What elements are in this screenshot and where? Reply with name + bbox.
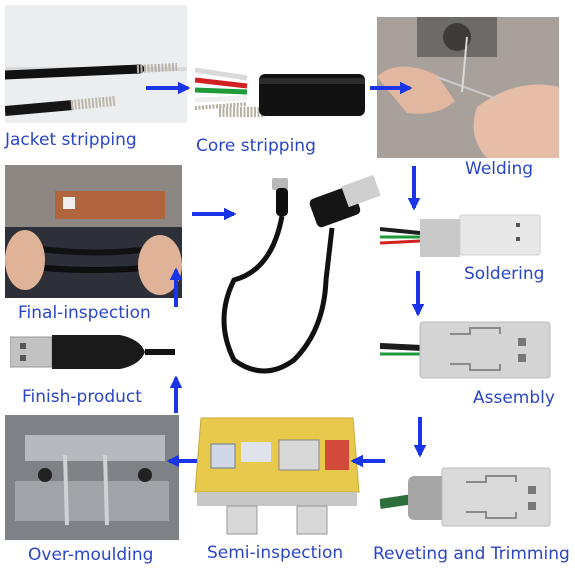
usb-plug-soldered-photo [380, 205, 560, 265]
usb-plug-assembly-photo [380, 318, 560, 382]
label-reveting-and-trimming: Reveting and Trimming [373, 544, 570, 564]
cable-core-wires-photo [195, 52, 365, 142]
inspection-bench-photo [5, 165, 182, 298]
cable-tester-photo [187, 412, 367, 538]
hands-soldering-photo [377, 17, 559, 158]
label-finish-product: Finish-product [22, 387, 142, 407]
label-final-inspection: Final-inspection [18, 303, 151, 323]
moulding-machine-photo [5, 415, 179, 540]
label-soldering: Soldering [464, 264, 545, 284]
label-core-stripping: Core stripping [196, 136, 316, 156]
label-semi-inspection: Semi-inspection [207, 543, 344, 563]
usb-plug-finished-photo [10, 325, 175, 380]
label-over-moulding: Over-moulding [28, 545, 154, 565]
usb-micro-cable-photo [214, 160, 384, 382]
label-assembly: Assembly [473, 388, 555, 408]
stripped-cable-photo [5, 5, 187, 123]
usb-plug-crimped-photo [380, 464, 560, 530]
label-jacket-stripping: Jacket stripping [5, 130, 137, 150]
label-welding: Welding [465, 159, 534, 179]
